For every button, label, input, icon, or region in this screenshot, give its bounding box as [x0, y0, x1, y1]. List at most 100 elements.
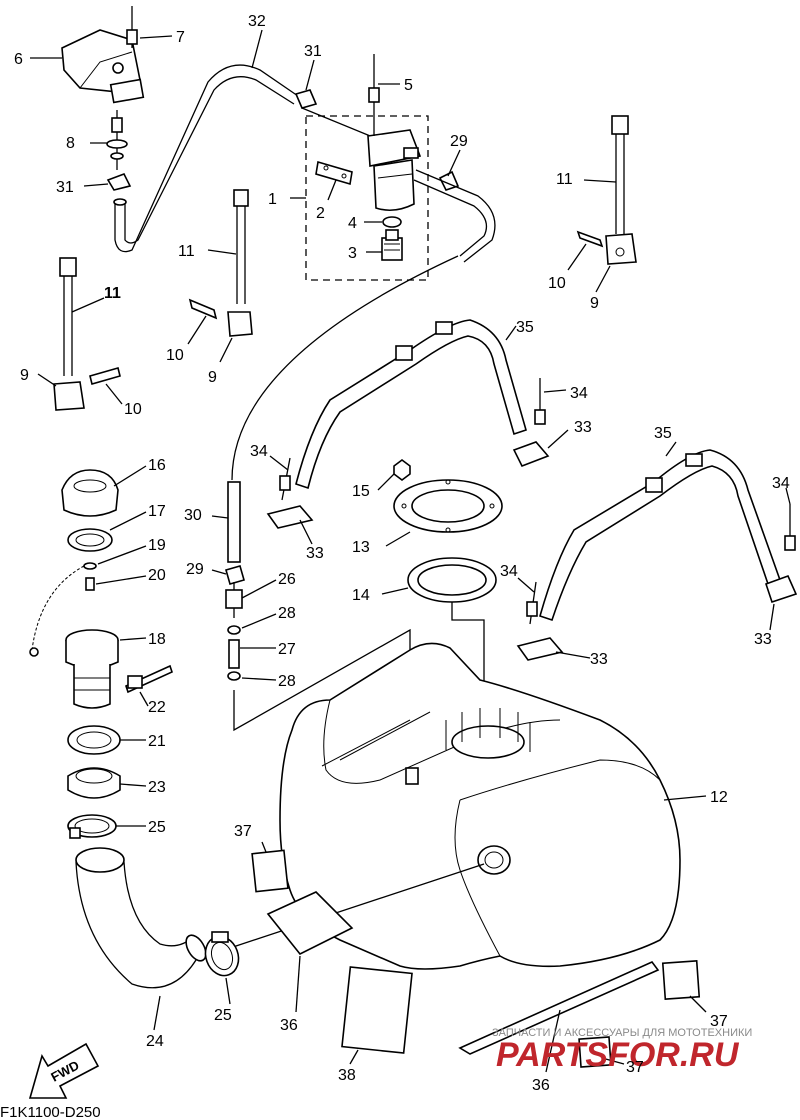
callout-10-left: 10 — [124, 401, 142, 418]
part-5-bolt — [368, 54, 380, 136]
part-26-check-valve — [225, 582, 243, 618]
watermark-tagline: ЗАПЧАСТИ И АКСЕССУАРЫ ДЛЯ МОТОТЕХНИКИ — [492, 1027, 752, 1039]
callout-37-right: 37 — [710, 1013, 728, 1030]
part-31-clip-top — [294, 89, 318, 109]
part-33-bracket-d — [764, 574, 798, 604]
callout-29-vent: 29 — [186, 561, 204, 578]
part-10-pin-left — [89, 367, 121, 385]
callout-18: 18 — [148, 631, 166, 648]
part-37-pad-right — [661, 960, 701, 1000]
part-36-strip-left — [266, 891, 354, 956]
part-9-clamp-right — [605, 233, 637, 265]
part-22-bolt — [125, 664, 173, 694]
part-30-vent-tube — [227, 481, 241, 563]
part-1-fuel-filter — [367, 129, 422, 212]
callout-34-a: 34 — [570, 385, 588, 402]
part-10-pin-middle — [188, 298, 218, 320]
callout-15: 15 — [352, 483, 370, 500]
part-35-strap-upper — [295, 319, 527, 490]
callout-34-b: 34 — [250, 443, 268, 460]
callout-31-left: 31 — [56, 179, 74, 196]
callout-23: 23 — [148, 779, 166, 796]
callout-9-right: 9 — [590, 295, 599, 312]
callout-4: 4 — [348, 215, 357, 232]
callout-25-upper: 25 — [148, 819, 166, 836]
part-13-plate — [393, 479, 503, 533]
part-11-tie-middle — [233, 189, 249, 304]
diagram-code: F1K1100-D250 — [0, 1104, 101, 1120]
part-23-nut — [67, 767, 121, 799]
part-25-clamp-upper — [67, 814, 117, 839]
part-11-tie-right — [611, 115, 629, 234]
callout-10-middle: 10 — [166, 347, 184, 364]
part-34-bolt-c — [526, 581, 538, 625]
callout-28-a: 28 — [278, 605, 296, 622]
callout-34-c: 34 — [500, 563, 518, 580]
callout-8: 8 — [66, 135, 75, 152]
callout-29-top: 29 — [450, 133, 468, 150]
part-34-bolt-d — [784, 504, 796, 551]
callout-25-lower: 25 — [214, 1007, 232, 1024]
part-28-clamp-a — [227, 625, 241, 635]
callout-21: 21 — [148, 733, 166, 750]
callout-2: 2 — [316, 205, 325, 222]
callout-37-bottom: 37 — [626, 1059, 644, 1076]
part-16-cap — [61, 469, 119, 517]
callout-16: 16 — [148, 457, 166, 474]
watermark: ЗАПЧАСТИ И АКСЕССУАРЫ ДЛЯ МОТОТЕХНИКИ PA… — [492, 1027, 752, 1074]
part-15-nut — [393, 459, 411, 481]
callout-12: 12 — [710, 789, 728, 806]
callout-22: 22 — [148, 699, 166, 716]
part-12-fuel-tank — [279, 642, 681, 970]
callout-26: 26 — [278, 571, 296, 588]
part-9-clamp-left — [53, 381, 85, 411]
part-18-filler-neck — [65, 629, 119, 709]
callout-9-middle: 9 — [208, 369, 217, 386]
part-33-bracket-a — [512, 441, 550, 468]
part-24-filler-hose — [75, 847, 207, 989]
part-19-washer — [83, 562, 97, 570]
callout-34-d: 34 — [772, 475, 790, 492]
part-10-pin-right — [576, 230, 604, 248]
part-8-screw — [106, 110, 128, 170]
fwd-arrow: FWD — [28, 1042, 100, 1099]
part-31-clip-left — [106, 172, 132, 191]
part-7-bolt — [126, 6, 138, 48]
callout-14: 14 — [352, 587, 370, 604]
part-34-bolt-a — [534, 378, 546, 425]
part-37-pad-bottom — [578, 1036, 612, 1068]
callout-20: 20 — [148, 567, 166, 584]
watermark-brand: PARTSFOR.RU — [496, 1036, 740, 1074]
part-21-gasket — [67, 725, 121, 755]
part-27-hose — [228, 639, 240, 669]
part-11-tie-left — [59, 257, 77, 376]
callout-33-d: 33 — [754, 631, 772, 648]
callout-35-lower: 35 — [654, 425, 672, 442]
callout-10-right: 10 — [548, 275, 566, 292]
callout-9-left: 9 — [20, 367, 29, 384]
callout-11-middle: 11 — [178, 243, 195, 260]
part-36-strip-right — [458, 961, 660, 1055]
callout-36-right: 36 — [532, 1077, 550, 1094]
callout-35-upper: 35 — [516, 319, 534, 336]
part-33-bracket-b — [266, 505, 314, 529]
callout-36-left: 36 — [280, 1017, 298, 1034]
part-3-filter-element — [381, 229, 403, 261]
part-2-bracket — [315, 160, 353, 186]
part-37-pad-left — [251, 849, 289, 893]
callout-30: 30 — [184, 507, 202, 524]
callout-33-c: 33 — [590, 651, 608, 668]
callout-17: 17 — [148, 503, 166, 520]
part-6-cover — [61, 29, 145, 104]
callout-28-b: 28 — [278, 673, 296, 690]
callout-32: 32 — [248, 13, 266, 30]
callout-27: 27 — [278, 641, 296, 658]
part-33-bracket-c — [516, 637, 564, 661]
part-20-screw — [85, 577, 95, 591]
part-17-gasket — [67, 528, 113, 552]
callout-19: 19 — [148, 537, 166, 554]
callout-33-b: 33 — [306, 545, 324, 562]
part-14-gasket — [407, 557, 497, 603]
part-25-clamp-lower — [204, 931, 240, 977]
